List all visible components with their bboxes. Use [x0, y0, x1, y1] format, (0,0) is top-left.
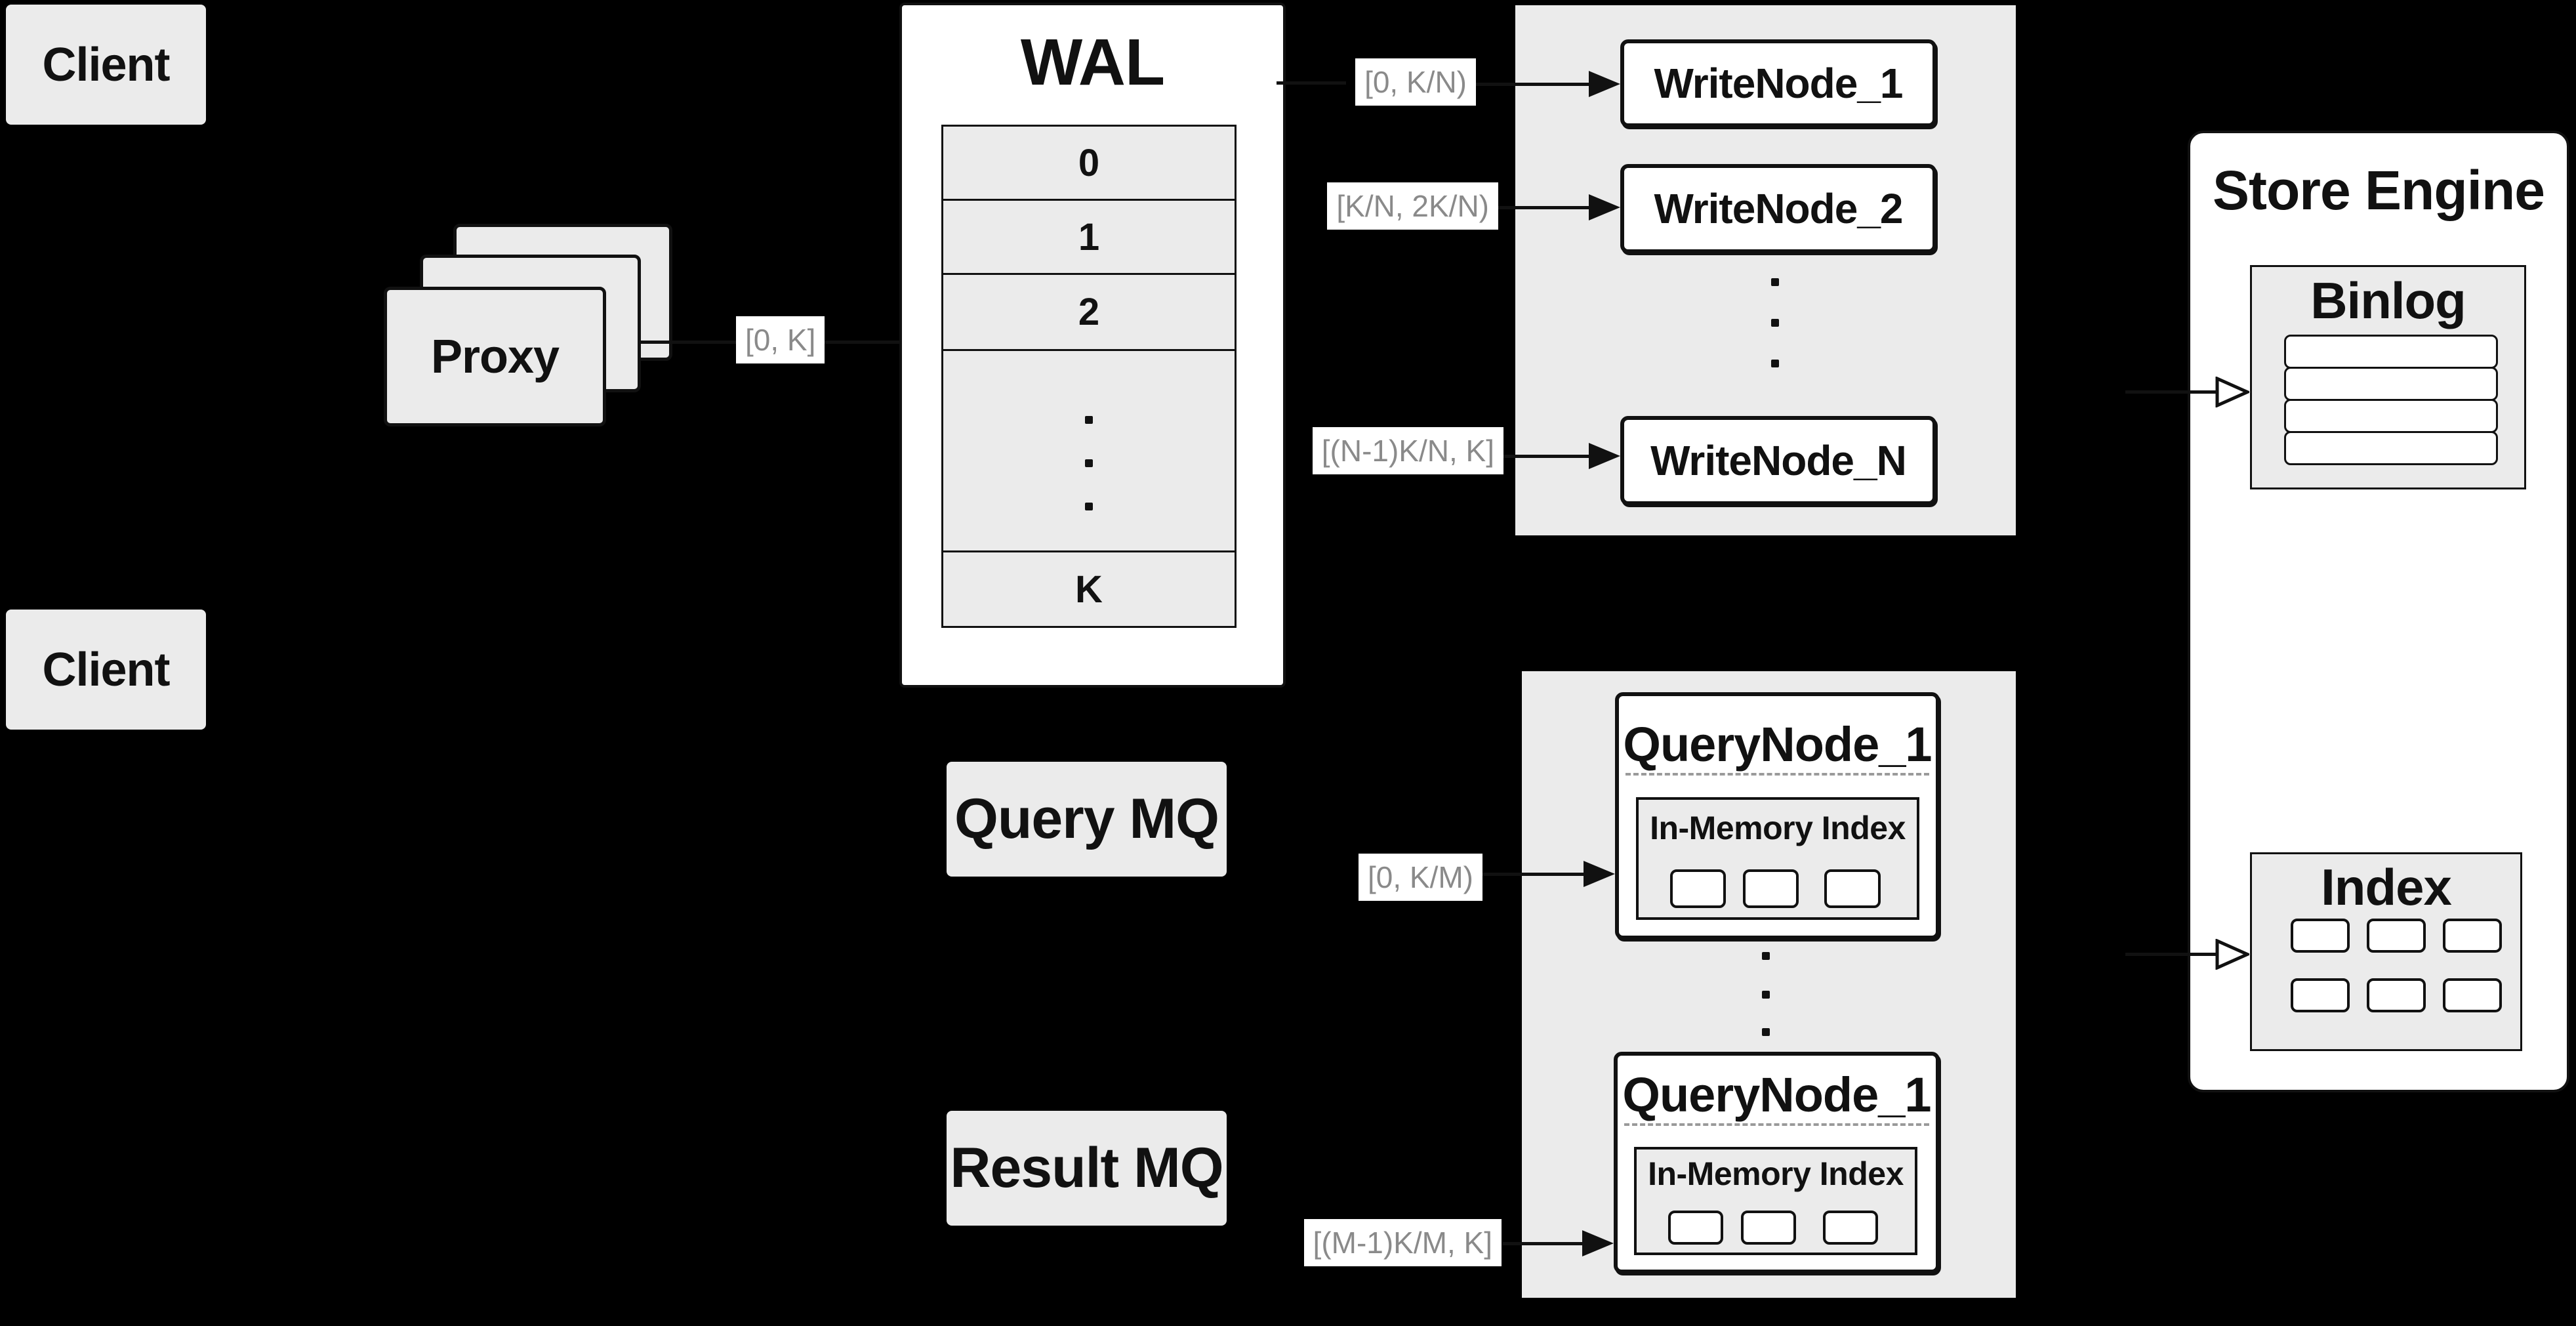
- segment-cell: [1668, 1211, 1723, 1245]
- client-top-label: Client: [42, 38, 170, 91]
- index-cell: [2367, 919, 2426, 953]
- index-cell: [2443, 919, 2502, 953]
- store-engine-title: Store Engine: [2188, 157, 2569, 223]
- binlog-row: [2284, 399, 2498, 433]
- result-mq-label: Result MQ: [950, 1136, 1223, 1199]
- range-label-querynode-top-text: [0, K/M): [1367, 860, 1473, 894]
- query-node-bottom-divider: [1624, 1123, 1929, 1126]
- arrowhead-querynode-top: [1584, 861, 1615, 887]
- proxy-card-front: Proxy: [384, 287, 606, 426]
- query-node-bottom-title: QueryNode_1: [1614, 1064, 1940, 1125]
- index-cell: [2443, 978, 2502, 1012]
- ellipsis-dots: [1085, 503, 1093, 510]
- result-mq-box: Result MQ: [947, 1111, 1227, 1226]
- write-node-2: WriteNode_2: [1620, 164, 1936, 253]
- range-label-writenode-n-text: [(N-1)K/N, K]: [1321, 434, 1494, 468]
- arrow-line-writenode-1: [1475, 83, 1590, 86]
- range-label-writenode-2-text: [K/N, 2K/N): [1336, 189, 1489, 223]
- arrow-line-querynode-top: [1479, 873, 1585, 876]
- write-node-n: WriteNode_N: [1620, 416, 1936, 505]
- binlog-row: [2284, 367, 2498, 401]
- write-node-1-label: WriteNode_1: [1654, 60, 1903, 107]
- query-node-top-title-text: QueryNode_1: [1623, 716, 1932, 772]
- index-cell: [2291, 978, 2350, 1012]
- range-label-writenode-1-text: [0, K/N): [1364, 65, 1467, 99]
- wal-title-text: WAL: [1020, 25, 1165, 99]
- binlog-title-text: Binlog: [2310, 271, 2466, 329]
- arrow-line-querynode-bottom: [1502, 1242, 1584, 1245]
- arrow-line-writenode-n: [1502, 455, 1590, 458]
- wal-row-2: 2: [941, 273, 1237, 351]
- wal-to-range-line: [1277, 81, 1346, 85]
- wal-row-0-text: 0: [1078, 141, 1100, 184]
- wal-row-k-text: K: [1075, 568, 1103, 611]
- arrowhead-index-hollow: [2215, 939, 2249, 970]
- wal-row-1-text: 1: [1078, 215, 1100, 259]
- ellipsis-dots: [1085, 459, 1093, 467]
- query-mq-label: Query MQ: [954, 787, 1219, 850]
- arrowhead-binlog-hollow: [2215, 377, 2249, 407]
- query-node-bottom-title-text: QueryNode_1: [1622, 1067, 1931, 1122]
- binlog-row: [2284, 335, 2498, 369]
- write-node-n-label: WriteNode_N: [1650, 437, 1907, 484]
- segment-cell: [1741, 1211, 1796, 1245]
- arrow-line-writenode-2: [1497, 206, 1590, 209]
- index-title-text: Index: [2321, 858, 2452, 916]
- range-label-querynode-bottom-text: [(M-1)K/M, K]: [1313, 1226, 1492, 1260]
- in-memory-index-bottom-title-text: In-Memory Index: [1648, 1155, 1904, 1192]
- write-node-1: WriteNode_1: [1620, 39, 1936, 127]
- wal-row-k: K: [941, 550, 1237, 628]
- in-memory-index-top-title-text: In-Memory Index: [1650, 810, 1906, 846]
- ellipsis-dots: [1771, 360, 1779, 367]
- segment-cell: [1824, 869, 1881, 908]
- in-memory-index-top-title: In-Memory Index: [1636, 802, 1919, 854]
- index-cell: [2367, 978, 2426, 1012]
- range-label-querynode-bottom: [(M-1)K/M, K]: [1303, 1219, 1502, 1266]
- wal-row-1: 1: [941, 199, 1237, 275]
- query-mq-box: Query MQ: [947, 762, 1227, 877]
- ellipsis-dots: [1762, 952, 1770, 960]
- segment-cell: [1743, 869, 1799, 908]
- arrowhead-querynode-bottom: [1582, 1230, 1614, 1256]
- binlog-title: Binlog: [2250, 270, 2526, 331]
- range-label-writenode-n: [(N-1)K/N, K]: [1312, 427, 1503, 474]
- query-node-top-title: QueryNode_1: [1615, 713, 1940, 776]
- ellipsis-dots: [1762, 991, 1770, 999]
- index-title: Index: [2250, 857, 2522, 917]
- range-label-proxy-out-text: [0, K]: [745, 323, 816, 357]
- ellipsis-dots: [1771, 319, 1779, 327]
- client-box-top: Client: [6, 5, 206, 125]
- range-label-writenode-1: [0, K/N): [1355, 58, 1476, 106]
- wal-row-ellipsis: [941, 349, 1237, 552]
- segment-cell: [1823, 1211, 1878, 1245]
- wal-row-2-text: 2: [1078, 291, 1100, 333]
- proxy-to-range-line: [640, 341, 738, 344]
- proxy-label: Proxy: [430, 330, 560, 383]
- arrowhead-writenode-1: [1589, 71, 1620, 97]
- ellipsis-dots: [1771, 278, 1779, 286]
- store-engine-title-text: Store Engine: [2212, 159, 2545, 221]
- arrow-line-index: [2125, 953, 2217, 956]
- write-node-2-label: WriteNode_2: [1654, 185, 1903, 232]
- query-node-top-divider: [1625, 773, 1929, 776]
- index-cell: [2291, 919, 2350, 953]
- segment-cell: [1670, 869, 1726, 908]
- in-memory-index-bottom-title: In-Memory Index: [1634, 1150, 1917, 1198]
- wal-row-0: 0: [941, 125, 1237, 201]
- arrow-line-binlog: [2125, 390, 2217, 394]
- range-to-wal-line: [821, 341, 899, 344]
- client-bottom-label: Client: [42, 643, 170, 696]
- range-label-proxy-out: [0, K]: [736, 316, 825, 363]
- range-label-writenode-2: [K/N, 2K/N): [1327, 182, 1498, 230]
- arrowhead-writenode-n: [1589, 443, 1620, 469]
- wal-title: WAL: [899, 25, 1286, 99]
- binlog-row: [2284, 431, 2498, 465]
- ellipsis-dots: [1762, 1028, 1770, 1036]
- ellipsis-dots: [1085, 416, 1093, 424]
- range-label-querynode-top: [0, K/M): [1358, 854, 1482, 901]
- client-box-bottom: Client: [6, 610, 206, 730]
- arrowhead-writenode-2: [1589, 194, 1620, 220]
